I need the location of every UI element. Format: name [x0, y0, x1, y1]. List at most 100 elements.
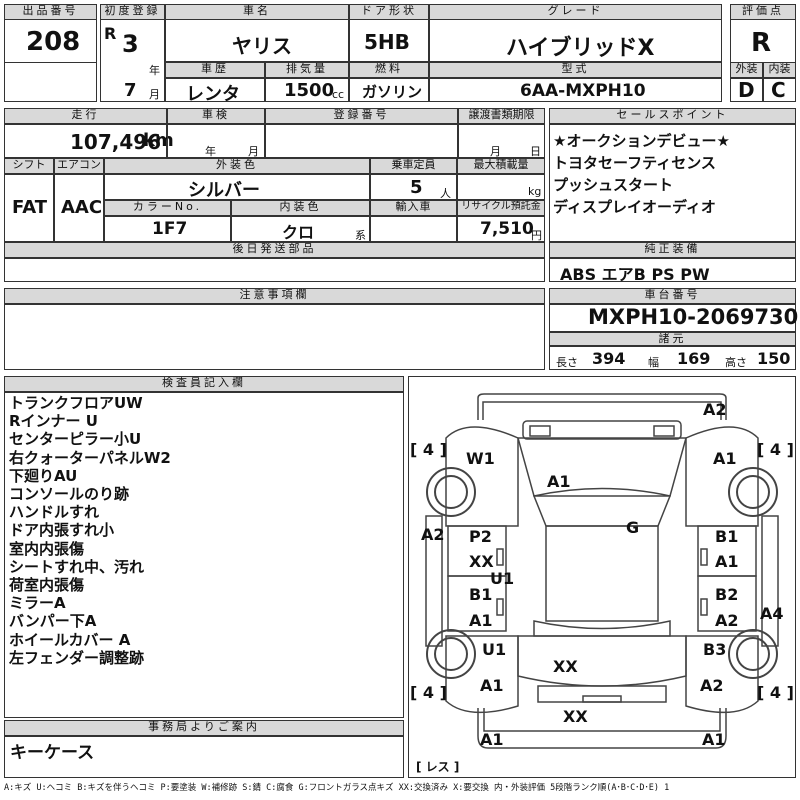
shift-label: シフト: [4, 158, 54, 174]
displacement-label: 排気量: [265, 62, 349, 78]
exterior-label: 外装: [730, 62, 763, 78]
inspector-note: 荷室内張傷: [9, 576, 85, 595]
later-parts-label: 後日発送部品: [4, 242, 545, 258]
inspector-note: 左フェンダー調整跡: [9, 648, 145, 667]
diagram-label: B1: [469, 585, 493, 604]
diagram-label: A2: [715, 611, 739, 630]
inspector-notes-list: トランクフロアUW Rインナー U センターピラー小U 右クォーターパネルW2 …: [9, 394, 171, 667]
diagram-label: [ レス ]: [416, 760, 460, 774]
model-label: 型式: [429, 62, 722, 78]
interior-color: クロ: [282, 223, 315, 242]
import-label: 輸入車: [370, 200, 457, 216]
sales-point-item: ディスプレイオーディオ: [553, 198, 716, 216]
inspector-note: ドア内張すれ小: [9, 521, 115, 540]
diagram-label: A1: [702, 730, 726, 749]
transfer-deadline-label: 譲渡書類期限: [458, 108, 545, 124]
interior-color-cell: [231, 216, 370, 242]
inspector-note: ホイールカバー A: [9, 630, 131, 649]
diagram-label: XX: [553, 657, 578, 676]
chassis-number-cell: [549, 304, 796, 332]
diagram-label: A1: [713, 449, 737, 468]
history-cell: [165, 78, 265, 102]
inspector-note: ミラーA: [9, 594, 66, 613]
length-label: 長さ: [556, 356, 578, 369]
diagram-label: A1: [715, 552, 739, 571]
diagram-label: U1: [482, 640, 507, 659]
max-load-unit: kg: [528, 185, 542, 198]
max-load-label: 最大積載量: [457, 158, 545, 174]
diagram-label: G: [626, 518, 640, 537]
score-label: 評価点: [730, 4, 796, 20]
diagram-label: XX: [563, 707, 588, 726]
diagram-label: B2: [715, 585, 739, 604]
color-number: 1F7: [152, 219, 188, 239]
inspector-note: 下廻りAU: [9, 466, 78, 485]
inspection-label: 車検: [167, 108, 265, 124]
interior-label: 内装: [763, 62, 796, 78]
width-label: 幅: [648, 356, 659, 369]
capacity-cell: [370, 174, 457, 200]
capacity: 5: [410, 177, 423, 198]
specs-cell: [549, 346, 796, 370]
fuel: ガソリン: [362, 83, 423, 101]
recycle-deposit-label: リサイクル預託金: [457, 200, 545, 216]
exterior-grade: D: [738, 78, 755, 102]
office-notice-label: 事務局よりご案内: [4, 720, 404, 736]
door-type: 5HB: [364, 30, 410, 54]
score: R: [751, 28, 772, 58]
diagram-label: U1: [490, 569, 515, 588]
aircon: AAC: [61, 197, 103, 218]
aircon-label: エアコン: [54, 158, 104, 174]
capacity-label: 乗車定員: [370, 158, 457, 174]
car-name: ヤリス: [232, 34, 292, 58]
mileage-unit: km: [143, 130, 174, 151]
exterior-color-cell: [104, 174, 370, 200]
inspector-note: センターピラー小U: [9, 430, 142, 449]
inspector-note: トランクフロアUW: [9, 394, 143, 412]
sales-points-list: ★オークションデビュー★ トヨタセーフティセンス プッシュスタート ディスプレイ…: [553, 130, 730, 218]
aircon-cell: [54, 174, 104, 242]
height: 150: [757, 349, 791, 368]
diagram-label: P2: [469, 527, 492, 546]
sales-point-item: プッシュスタート: [553, 176, 674, 194]
chassis-number: MXPH10-2069730: [588, 305, 799, 329]
sales-points-label: セールスポイント: [549, 108, 796, 124]
diagram-label: [ 4 ]: [757, 440, 794, 459]
equipment-label: 純正装備: [549, 242, 796, 258]
car-diagram: [425, 393, 779, 749]
inspector-notes-label: 検査員記入欄: [4, 376, 404, 392]
diagram-label: XX: [469, 552, 494, 571]
month-unit: 月: [149, 88, 160, 101]
model-cell: [429, 78, 722, 102]
exterior-color: シルバー: [188, 180, 260, 201]
transfer-deadline-cell: [458, 124, 545, 158]
specs-label: 諸元: [549, 332, 796, 346]
displacement-unit: cc: [332, 88, 345, 101]
grade: ハイブリッドX: [506, 36, 655, 61]
mileage: 107,496: [70, 130, 162, 154]
recycle-deposit-unit: 円: [531, 229, 542, 242]
registration-number-label: 登録番号: [265, 108, 458, 124]
sales-point-item: トヨタセーフティセンス: [553, 154, 716, 172]
inspection-month-unit: 月: [248, 145, 259, 158]
color-number-label: カラーNo.: [104, 200, 231, 216]
notes-label: 注意事項欄: [4, 288, 545, 304]
notes-cell: [4, 304, 545, 370]
exterior-color-label: 外装色: [104, 158, 370, 174]
legend: A:キズ U:ヘコミ B:キズを伴うヘコミ P:要塗装 W:補修跡 S:錆 C:…: [4, 783, 670, 793]
history: レンタ: [186, 84, 240, 105]
car-diagram-frame: [408, 376, 796, 778]
max-load-cell: [457, 174, 545, 200]
equipment: ABS エアB PS PW: [560, 265, 710, 284]
lot-number-label: 出品番号: [4, 4, 97, 20]
diagram-label: A2: [700, 676, 724, 695]
inspector-note: Rインナー U: [9, 412, 98, 431]
diagram-label: [ 4 ]: [757, 683, 794, 702]
diagram-label: B3: [703, 640, 727, 659]
diagram-label: B1: [715, 527, 739, 546]
inspector-note: 右クォーターパネルW2: [9, 448, 171, 467]
diagram-label: A1: [480, 676, 504, 695]
mileage-label: 走行: [4, 108, 167, 124]
sales-point-item: ★オークションデビュー★: [553, 132, 730, 150]
diagram-label: [ 4 ]: [410, 683, 447, 702]
